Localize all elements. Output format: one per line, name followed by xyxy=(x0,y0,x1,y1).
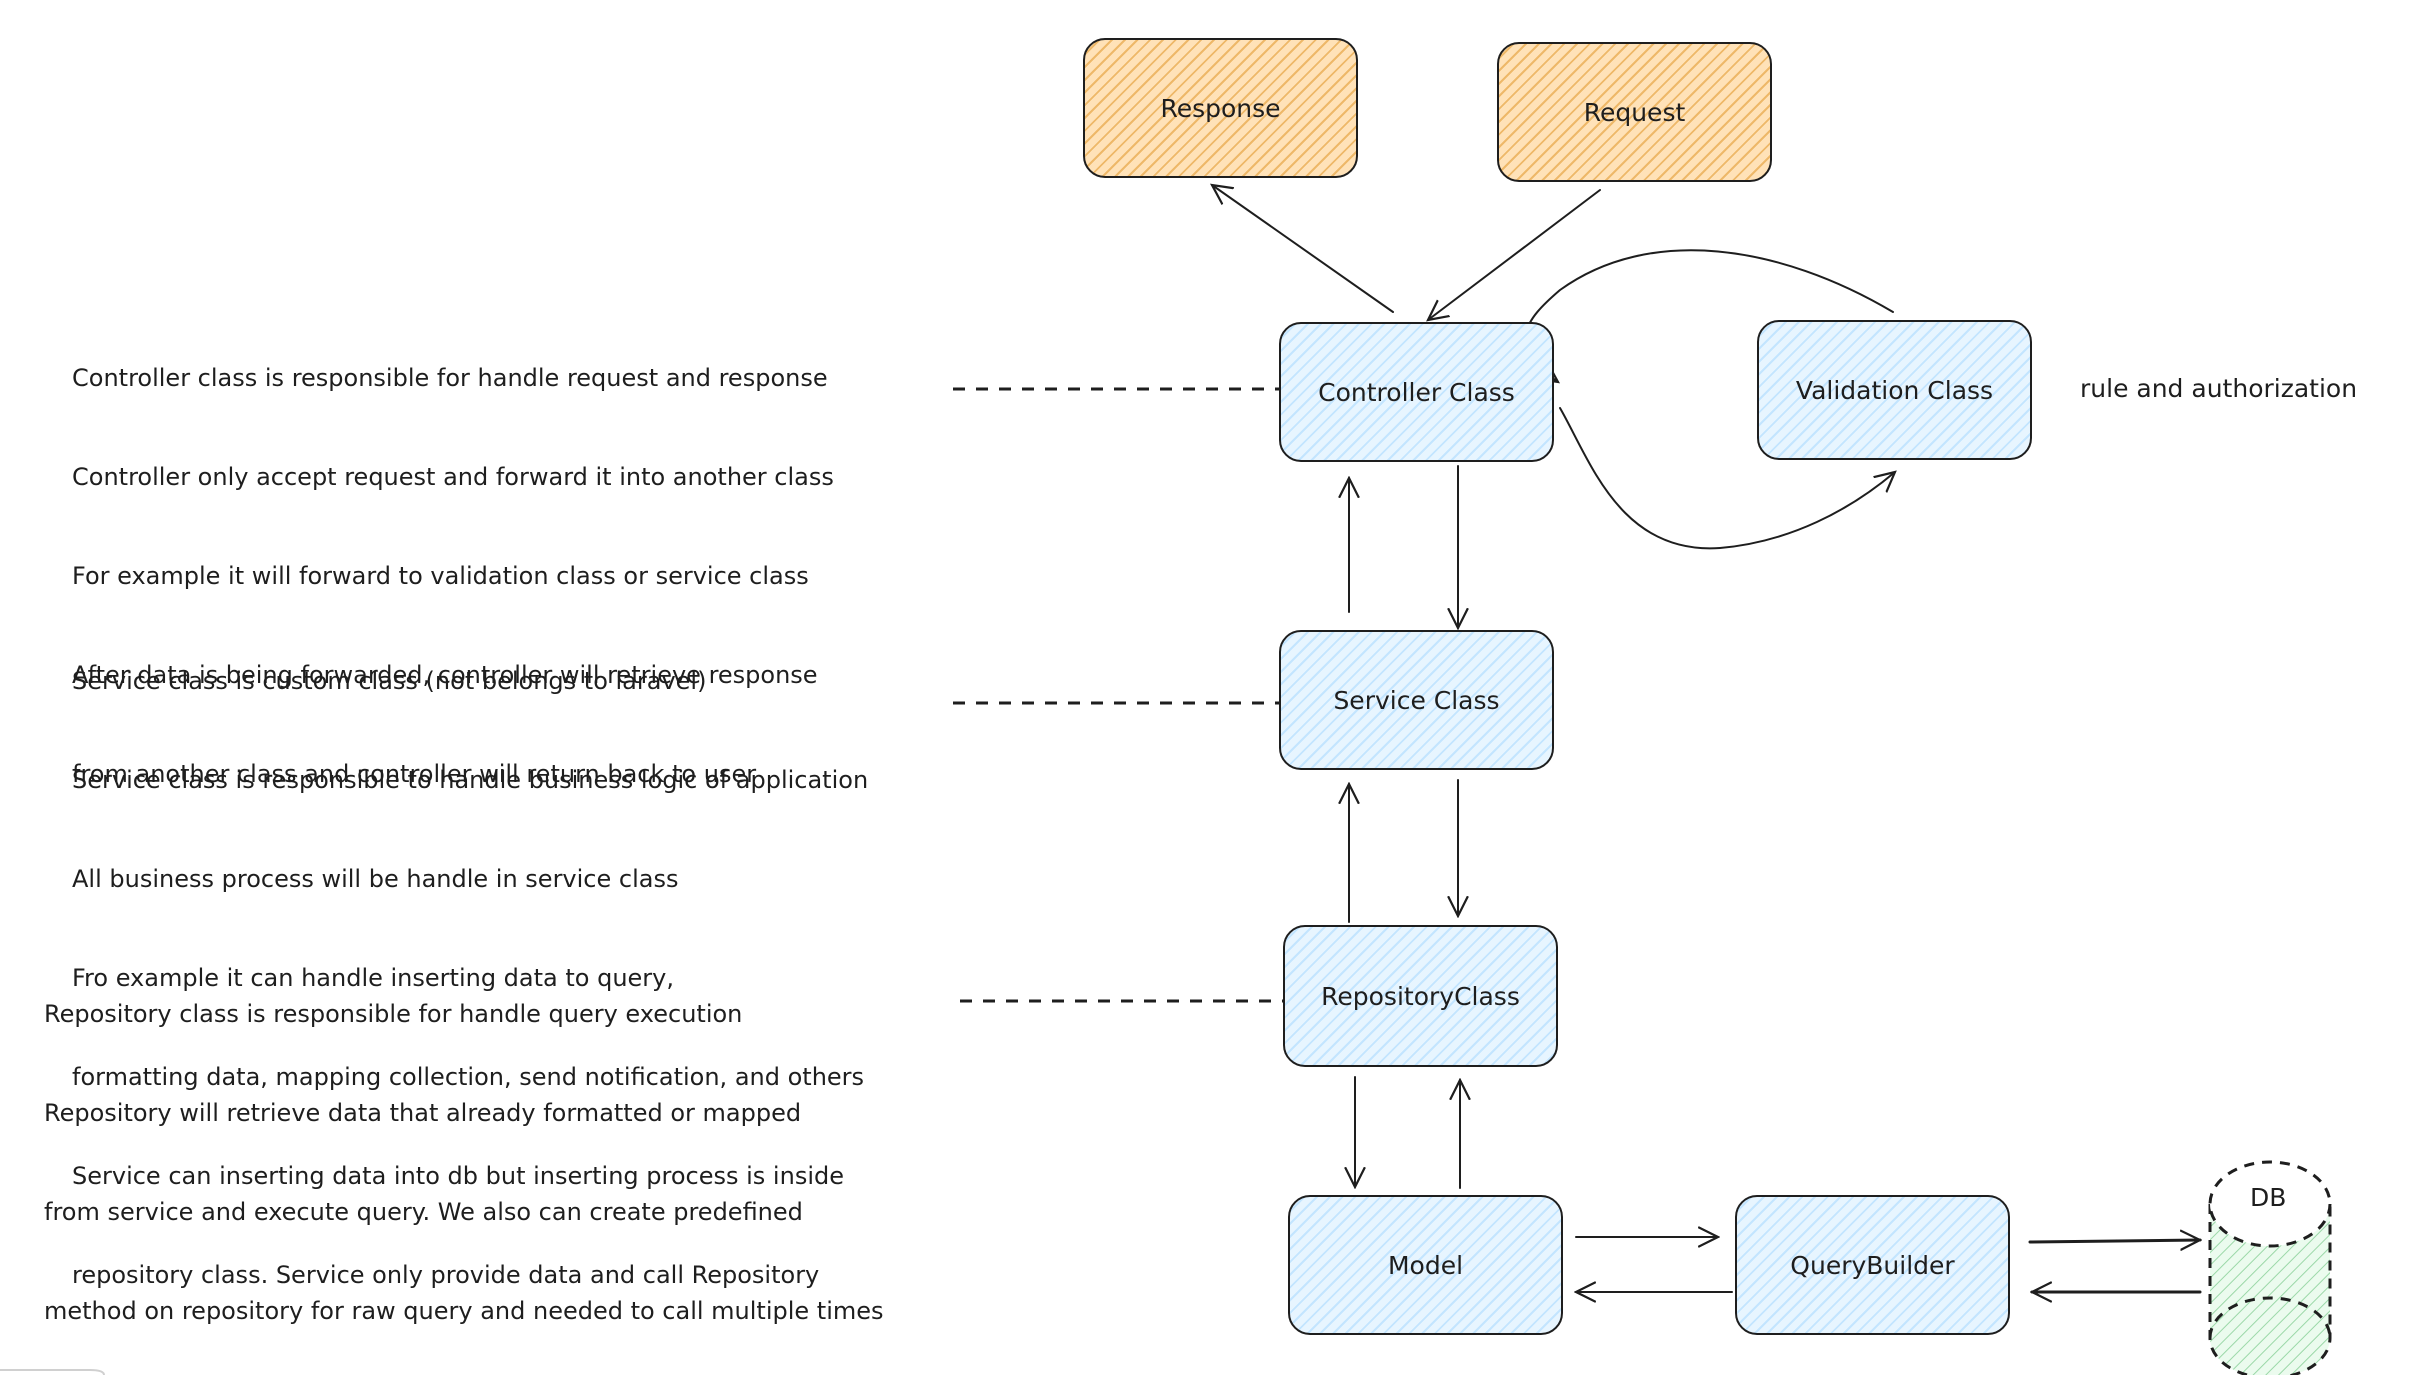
note-line: from service and execute query. We also … xyxy=(44,1198,803,1226)
repository-note: Repository class is responsible for hand… xyxy=(44,932,884,1361)
db-label: DB xyxy=(2250,1183,2287,1212)
arrow-querybuilder-to-db xyxy=(2028,1240,2200,1242)
note-line: Service can inserting data into db but i… xyxy=(72,1162,844,1190)
note-line: method on repository for raw query and n… xyxy=(44,1297,884,1325)
arrow-controller-to-response xyxy=(1212,185,1394,313)
querybuilder-box[interactable]: QueryBuilder xyxy=(1735,1195,2010,1335)
note-line: Repository will retrieve data that alrea… xyxy=(44,1099,802,1127)
service-class-box[interactable]: Service Class xyxy=(1279,630,1554,770)
repository-class-label: RepositoryClass xyxy=(1321,981,1520,1011)
model-box[interactable]: Model xyxy=(1288,1195,1563,1335)
service-note: Service class is custom class (not belon… xyxy=(72,599,868,1325)
validation-class-label: Validation Class xyxy=(1795,375,1994,405)
repository-class-box[interactable]: RepositoryClass xyxy=(1283,925,1558,1067)
controller-note: Controller class is responsible for hand… xyxy=(72,296,834,824)
note-line: from another class and controller will r… xyxy=(72,760,757,788)
note-line: Service class is responsible to handle b… xyxy=(72,766,869,794)
note-line: repository class. Service only provide d… xyxy=(72,1261,820,1289)
arrow-controller-to-validation xyxy=(1559,407,1895,550)
note-line: Service class is custom class (not belon… xyxy=(72,667,707,695)
note-line: Repository class is responsible for hand… xyxy=(44,1000,743,1028)
controller-class-label: Controller Class xyxy=(1318,377,1515,407)
arrow-request-to-controller xyxy=(1428,189,1601,320)
note-line: All business process will be handle in s… xyxy=(72,865,679,893)
request-box[interactable]: Request xyxy=(1497,42,1772,182)
querybuilder-label: QueryBuilder xyxy=(1790,1250,1955,1280)
validation-class-box[interactable]: Validation Class xyxy=(1757,320,2032,460)
response-label: Response xyxy=(1160,93,1281,123)
note-line: For example it will forward to validatio… xyxy=(72,562,809,590)
service-class-label: Service Class xyxy=(1333,685,1500,715)
validation-side-label: rule and authorization xyxy=(2080,374,2358,403)
canvas-corner-mark xyxy=(0,1369,105,1375)
note-line: Controller class is responsible for hand… xyxy=(72,364,828,392)
note-line: Controller only accept request and forwa… xyxy=(72,463,834,491)
note-line: formatting data, mapping collection, sen… xyxy=(72,1063,865,1091)
note-line: After data is being forwarded, controlle… xyxy=(72,661,818,689)
db-cylinder xyxy=(2208,1160,2332,1375)
note-line: Fro example it can handle inserting data… xyxy=(72,964,675,992)
controller-class-box[interactable]: Controller Class xyxy=(1279,322,1554,462)
model-label: Model xyxy=(1387,1250,1464,1280)
response-box[interactable]: Response xyxy=(1083,38,1358,178)
request-label: Request xyxy=(1583,97,1686,127)
